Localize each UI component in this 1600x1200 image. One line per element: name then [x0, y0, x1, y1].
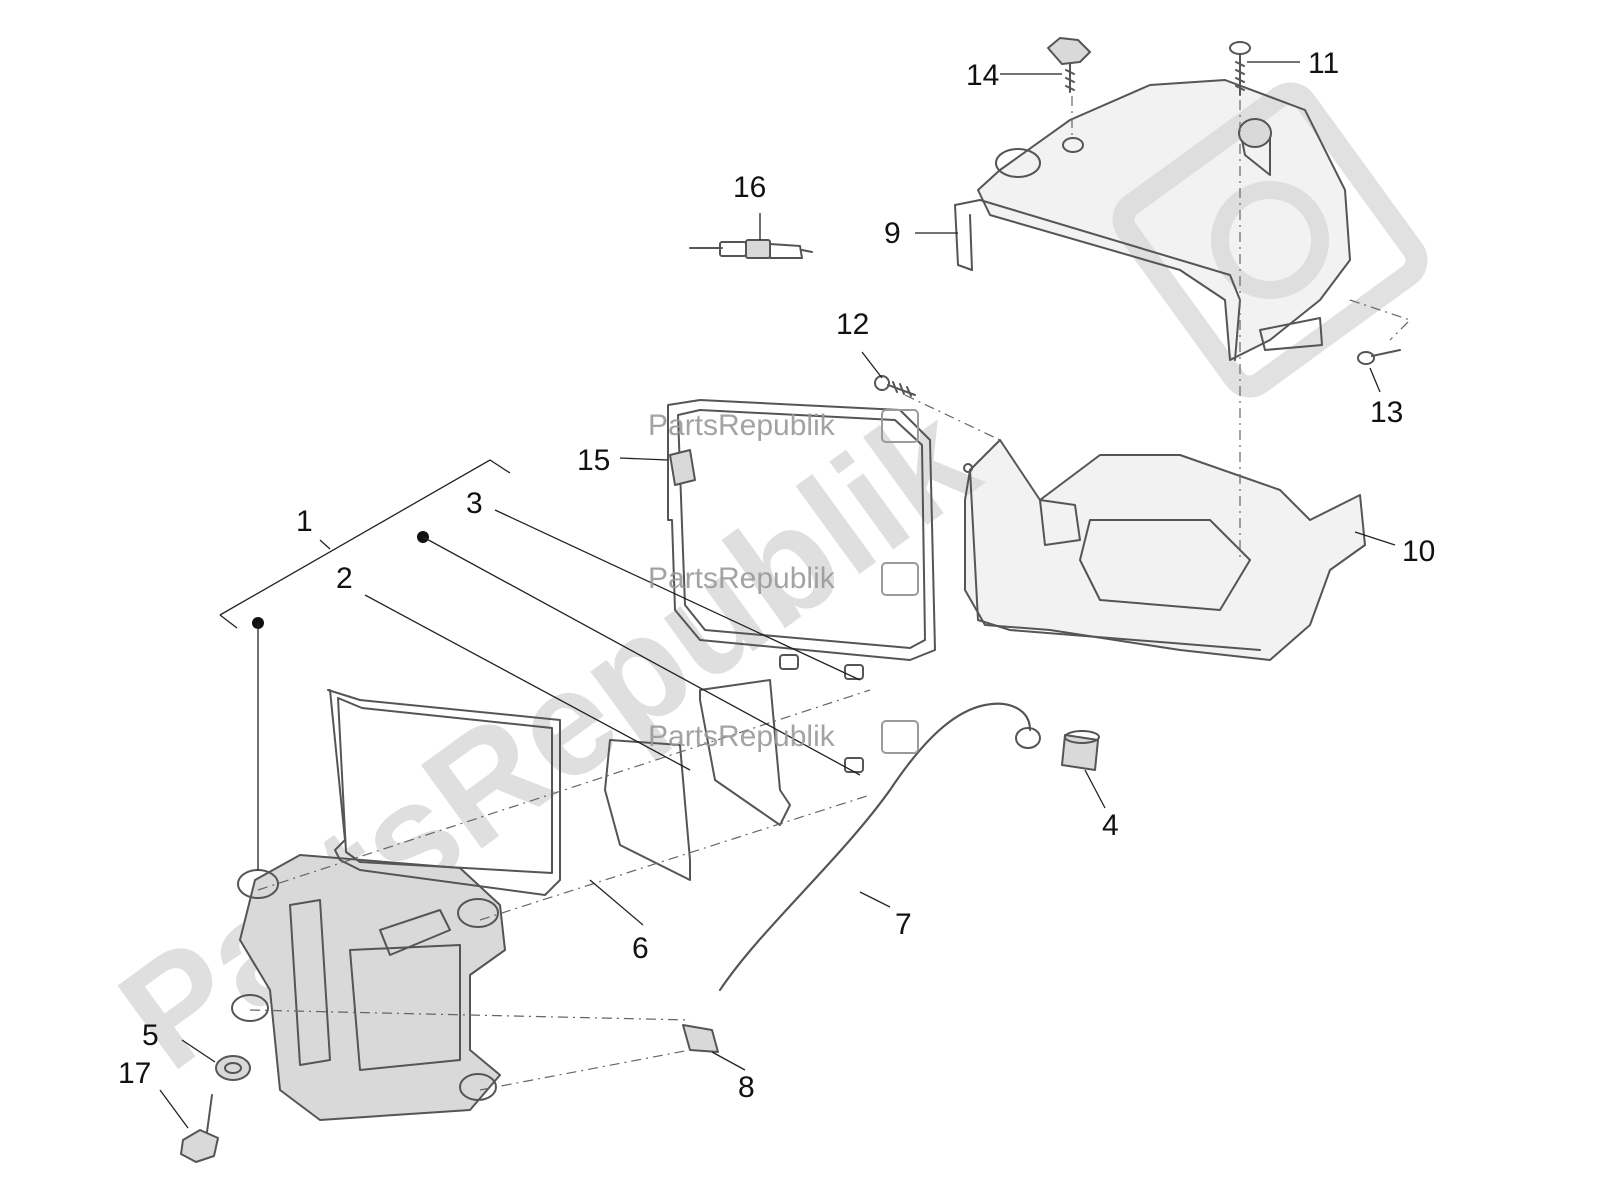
callout-7: 7	[895, 908, 912, 941]
leader-lines	[159, 61, 1396, 1129]
bolt-17	[180, 1094, 219, 1163]
callout-1: 1	[296, 505, 313, 538]
rivets	[779, 654, 864, 773]
screw-11	[1229, 41, 1251, 96]
breather-hose	[719, 702, 1041, 991]
callout-13: 13	[1370, 396, 1403, 429]
watermark-small-text-3: PartsRepublik	[648, 720, 836, 753]
hose-cap	[682, 1024, 719, 1053]
screw-13	[1357, 349, 1401, 365]
callout-6: 6	[632, 932, 649, 965]
spark-plug	[689, 239, 813, 259]
callout-9: 9	[884, 217, 901, 250]
assembly-lines	[249, 96, 1412, 1091]
callout-3: 3	[466, 487, 483, 520]
cover-gasket	[327, 689, 561, 896]
callout-4: 4	[1102, 809, 1119, 842]
knob-14	[1047, 37, 1091, 93]
upper-shroud	[954, 79, 1351, 361]
callout-17: 17	[118, 1057, 151, 1090]
callout-15: 15	[577, 444, 610, 477]
breather-plate-3	[699, 679, 791, 826]
watermark-small-text-1: PartsRepublik	[648, 409, 836, 442]
callout-10: 10	[1402, 535, 1435, 568]
callout-14: 14	[966, 59, 999, 92]
watermark-large: PartsRepublik	[90, 372, 1005, 1101]
cover-frame	[667, 399, 936, 661]
callout-5: 5	[142, 1019, 159, 1052]
watermark-small-text-2: PartsRepublik	[648, 562, 836, 595]
cylinder-head-cover	[231, 854, 506, 1121]
callout-11: 11	[1308, 47, 1339, 80]
lower-shroud	[963, 439, 1366, 661]
watermark-small-3: PartsRepublik	[648, 720, 919, 754]
rubber-seal	[215, 1055, 251, 1081]
screw-12	[874, 375, 916, 397]
watermark-small-1: PartsRepublik	[648, 409, 919, 443]
watermark-large-text: PartsRepublik	[90, 372, 1005, 1101]
callout-labels: 1 2 3 4 5 6 7 8 9 10 11 12 13 14 15 16 1…	[118, 47, 1435, 1104]
hose-clamp	[1061, 730, 1100, 771]
breather-plate-2	[604, 739, 691, 881]
callout-2: 2	[336, 562, 353, 595]
callout-12: 12	[836, 308, 869, 341]
watermark-gear-icon	[1112, 82, 1428, 398]
watermark-small-2: PartsRepublik	[648, 562, 919, 596]
callout-16: 16	[733, 171, 766, 204]
callout-8: 8	[738, 1071, 755, 1104]
